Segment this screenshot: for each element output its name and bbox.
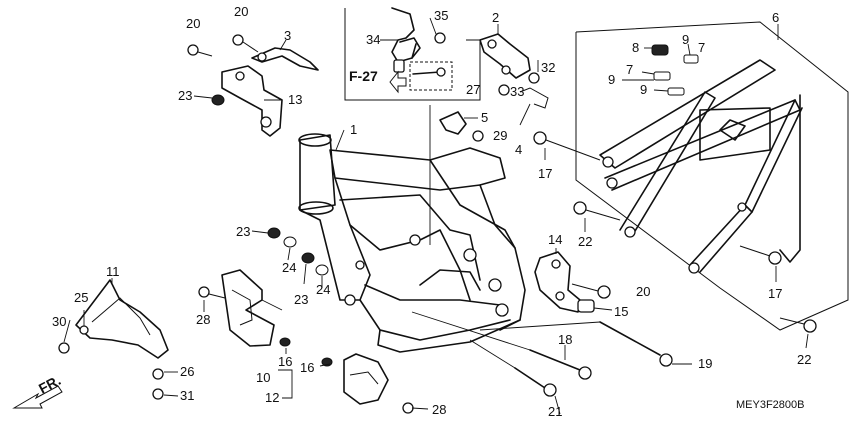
callout-20-c: 20	[636, 284, 650, 299]
bracket-13	[187, 34, 319, 137]
callout-13: 13	[288, 92, 302, 107]
callout-15: 15	[614, 304, 628, 319]
callout-2: 2	[492, 10, 499, 25]
callout-1: 1	[350, 122, 357, 137]
callout-3: 3	[284, 28, 291, 43]
callout-28-b: 28	[432, 402, 446, 417]
callout-4: 4	[515, 142, 522, 157]
subframe-box	[575, 21, 849, 331]
callout-5: 5	[481, 110, 488, 125]
callout-17-b: 17	[768, 286, 782, 301]
callout-21: 21	[548, 404, 562, 419]
callout-35: 35	[434, 8, 448, 23]
callout-31: 31	[180, 388, 194, 403]
ref-box-label: F-27	[349, 68, 378, 84]
callout-23-a: 23	[178, 88, 192, 103]
callout-20-a: 20	[186, 16, 200, 31]
callout-25: 25	[74, 290, 88, 305]
bracket-parts-center	[439, 24, 549, 142]
callout-29: 29	[493, 128, 507, 143]
callout-12: 12	[265, 390, 279, 405]
callout-20-b: 20	[234, 4, 248, 19]
callout-30: 30	[52, 314, 66, 329]
front-arrow: FR.	[12, 372, 63, 409]
callout-33: 33	[510, 84, 524, 99]
callout-9-c: 9	[640, 82, 647, 97]
callout-18: 18	[558, 332, 572, 347]
callout-6: 6	[772, 10, 779, 25]
callout-22-b: 22	[797, 352, 811, 367]
callout-32: 32	[541, 60, 555, 75]
callout-16-a: 16	[278, 354, 292, 369]
callout-11: 11	[106, 264, 120, 279]
callout-27: 27	[466, 82, 480, 97]
main-frame	[298, 105, 526, 353]
front-label: FR.	[36, 372, 63, 397]
callout-16-b: 16	[300, 360, 314, 375]
callout-24-b: 24	[316, 282, 330, 297]
callout-22-a: 22	[578, 234, 592, 249]
long-bolts	[411, 311, 692, 415]
callout-10: 10	[256, 370, 270, 385]
washers-23-24	[251, 227, 329, 288]
callout-9-b: 9	[608, 72, 615, 87]
engine-hanger-14-15	[534, 248, 613, 313]
callout-24-a: 24	[282, 260, 296, 275]
ref-box-f27: F-27	[344, 7, 481, 101]
fasteners-right	[533, 131, 817, 349]
callout-8: 8	[632, 40, 639, 55]
callout-14: 14	[548, 232, 562, 247]
callouts: 1 2 3 4 5 6 7 7 8 9 9 9 10 11 12 13 14 1…	[52, 4, 811, 419]
callout-23-c: 23	[294, 292, 308, 307]
callout-19: 19	[698, 356, 712, 371]
frame-guards	[198, 269, 429, 414]
callout-7-b: 7	[626, 62, 633, 77]
callout-23-b: 23	[236, 224, 250, 239]
callout-17-a: 17	[538, 166, 552, 181]
skid-plate-11	[58, 278, 179, 400]
callout-28-a: 28	[196, 312, 210, 327]
callout-34: 34	[366, 32, 380, 47]
callout-7-a: 7	[698, 40, 705, 55]
diagram-code: MEY3F2800B	[736, 399, 804, 411]
callout-9-a: 9	[682, 32, 689, 47]
callout-26: 26	[180, 364, 194, 379]
